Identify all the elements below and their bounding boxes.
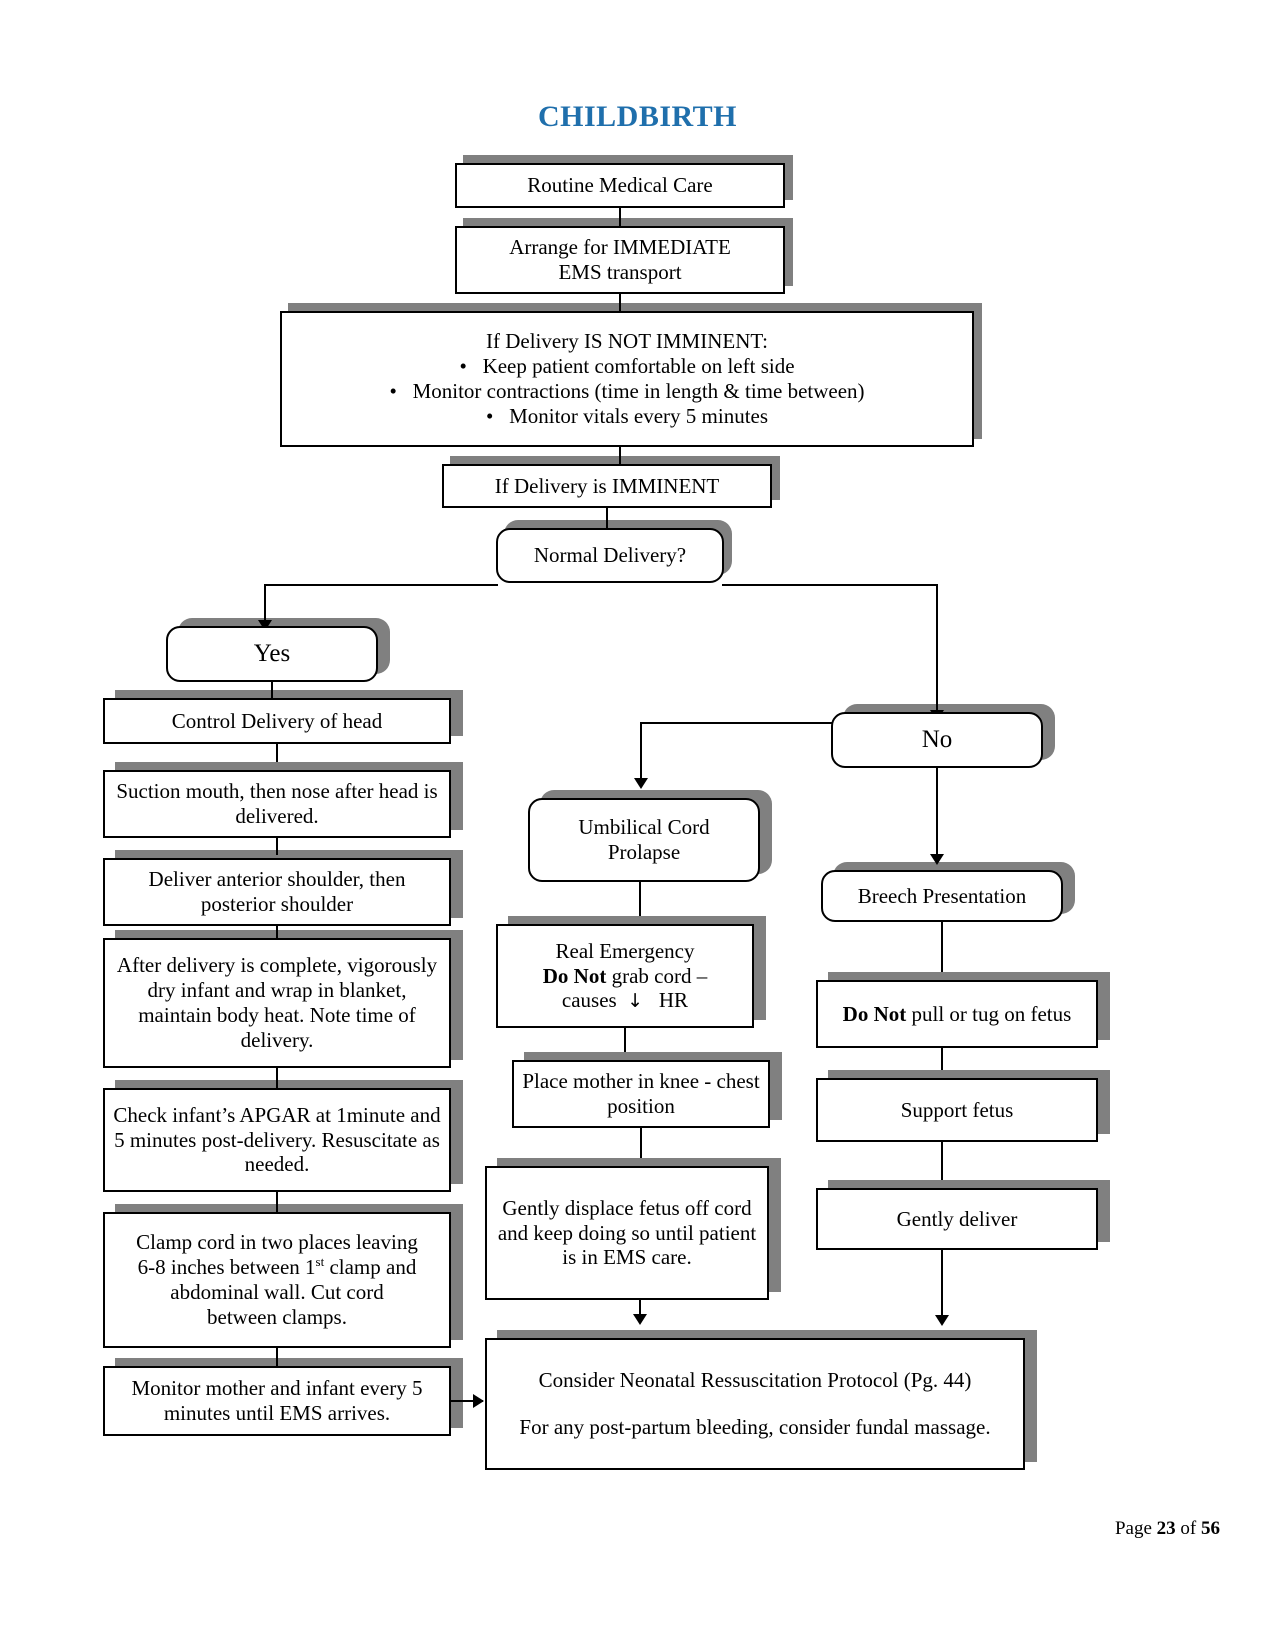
connector [624, 1028, 626, 1052]
arrowhead [930, 854, 944, 865]
footer-page-word: Page [1114, 1518, 1152, 1539]
neonatal-line-2: For any post-partum bleeding, consider f… [519, 1415, 991, 1439]
page-title: CHILDBIRTH [538, 100, 737, 133]
connector [271, 682, 273, 700]
node-deliver-shoulders[interactable]: Deliver anterior shoulder, then posterio… [103, 858, 451, 926]
connector [276, 744, 278, 762]
node-if-not-imminent[interactable]: If Delivery IS NOT IMMINENT: • Keep pati… [280, 311, 974, 447]
footer-of-word: of [1180, 1518, 1197, 1539]
node-do-not-pull-fetus[interactable]: Do Not pull or tug on fetus [816, 980, 1098, 1048]
emergency-line-1: Real Emergency [555, 938, 695, 963]
connector [639, 882, 641, 916]
connector [941, 922, 943, 972]
connector [941, 1142, 943, 1180]
not-imminent-bullet-2: • Monitor contractions (time in length &… [389, 379, 865, 403]
connector [276, 1068, 278, 1088]
node-normal-delivery-decision[interactable]: Normal Delivery? [496, 528, 724, 583]
prolapse-line-2: Prolapse [607, 840, 681, 864]
ems-line-1: Arrange for IMMEDIATE [509, 235, 731, 260]
node-real-emergency[interactable]: Real Emergency Do Not grab cord – causes… [496, 924, 754, 1028]
footer-total-pages: 56 [1201, 1518, 1220, 1539]
arrowhead [258, 620, 272, 631]
node-yes[interactable]: Yes [166, 626, 378, 682]
node-monitor-mother-infant[interactable]: Monitor mother and infant every 5 minute… [103, 1366, 451, 1436]
connector [639, 1300, 641, 1318]
footer-page-number: 23 [1156, 1518, 1176, 1539]
emergency-line-3: causes ↓ HR [561, 988, 689, 1013]
node-arrange-ems-transport[interactable]: Arrange for IMMEDIATE EMS transport [455, 226, 785, 294]
down-arrow-icon: ↓ [627, 990, 644, 1013]
arrowhead [633, 1314, 647, 1325]
connector [941, 1048, 943, 1070]
node-gently-deliver[interactable]: Gently deliver [816, 1188, 1098, 1250]
connector-yes-branch [264, 584, 498, 586]
connector [619, 208, 621, 226]
connector [276, 1192, 278, 1212]
arrowhead [935, 1315, 949, 1326]
clamp-line-4: between clamps. [207, 1304, 347, 1329]
connector-no-branch [722, 584, 938, 586]
prolapse-line-1: Umbilical Cord [578, 815, 710, 840]
not-imminent-heading: If Delivery IS NOT IMMINENT: [485, 329, 768, 354]
connector-no-branch [936, 584, 938, 712]
connector [606, 508, 608, 528]
clamp-line-1: Clamp cord in two places leaving [136, 1230, 418, 1255]
arrowhead [634, 778, 648, 789]
connector-to-breech [936, 768, 938, 856]
do-not-pull-emphasis: Do Not [842, 1001, 907, 1026]
connector [276, 838, 278, 855]
node-routine-medical-care[interactable]: Routine Medical Care [455, 163, 785, 208]
connector [619, 447, 621, 464]
node-suction-mouth-nose[interactable]: Suction mouth, then nose after head is d… [103, 770, 451, 838]
node-clamp-cord[interactable]: Clamp cord in two places leaving 6-8 inc… [103, 1212, 451, 1348]
connector [276, 1348, 278, 1366]
connector-to-umbilical [640, 722, 642, 780]
node-check-apgar[interactable]: Check infant’s APGAR at 1minute and 5 mi… [103, 1088, 451, 1192]
node-displace-fetus-off-cord[interactable]: Gently displace fetus off cord and keep … [485, 1166, 769, 1300]
spacer [495, 1393, 1015, 1415]
connector-yes-branch [264, 584, 266, 622]
connector-to-umbilical [640, 722, 833, 724]
page-footer: Page 23 of 56 [1115, 1518, 1220, 1540]
connector [640, 1128, 642, 1158]
ems-line-2: EMS transport [558, 260, 682, 284]
node-knee-chest-position[interactable]: Place mother in knee - chest position [512, 1060, 770, 1128]
arrowhead [473, 1394, 484, 1408]
not-imminent-bullet-1: • Keep patient comfortable on left side [459, 354, 795, 379]
emergency-line-2: Do Not grab cord – [542, 963, 708, 988]
node-breech-presentation[interactable]: Breech Presentation [821, 870, 1063, 922]
node-no[interactable]: No [831, 712, 1043, 768]
neonatal-line-1: Consider Neonatal Ressuscitation Protoco… [538, 1368, 972, 1393]
clamp-line-2: 6-8 inches between 1st clamp and [137, 1254, 417, 1280]
node-umbilical-cord-prolapse[interactable]: Umbilical Cord Prolapse [528, 798, 760, 882]
clamp-line-3: abdominal wall. Cut cord [170, 1280, 384, 1304]
connector [941, 1250, 943, 1318]
node-control-delivery-head[interactable]: Control Delivery of head [103, 698, 451, 744]
node-if-imminent[interactable]: If Delivery is IMMINENT [442, 464, 772, 508]
node-support-fetus[interactable]: Support fetus [816, 1078, 1098, 1142]
node-neonatal-resuscitation[interactable]: Consider Neonatal Ressuscitation Protoco… [485, 1338, 1025, 1470]
not-imminent-bullet-3: • Monitor vitals every 5 minutes [485, 403, 769, 428]
connector [619, 294, 621, 311]
connector [451, 1400, 483, 1402]
connector [276, 926, 278, 942]
node-after-delivery-dry-wrap[interactable]: After delivery is complete, vigorously d… [103, 938, 451, 1068]
